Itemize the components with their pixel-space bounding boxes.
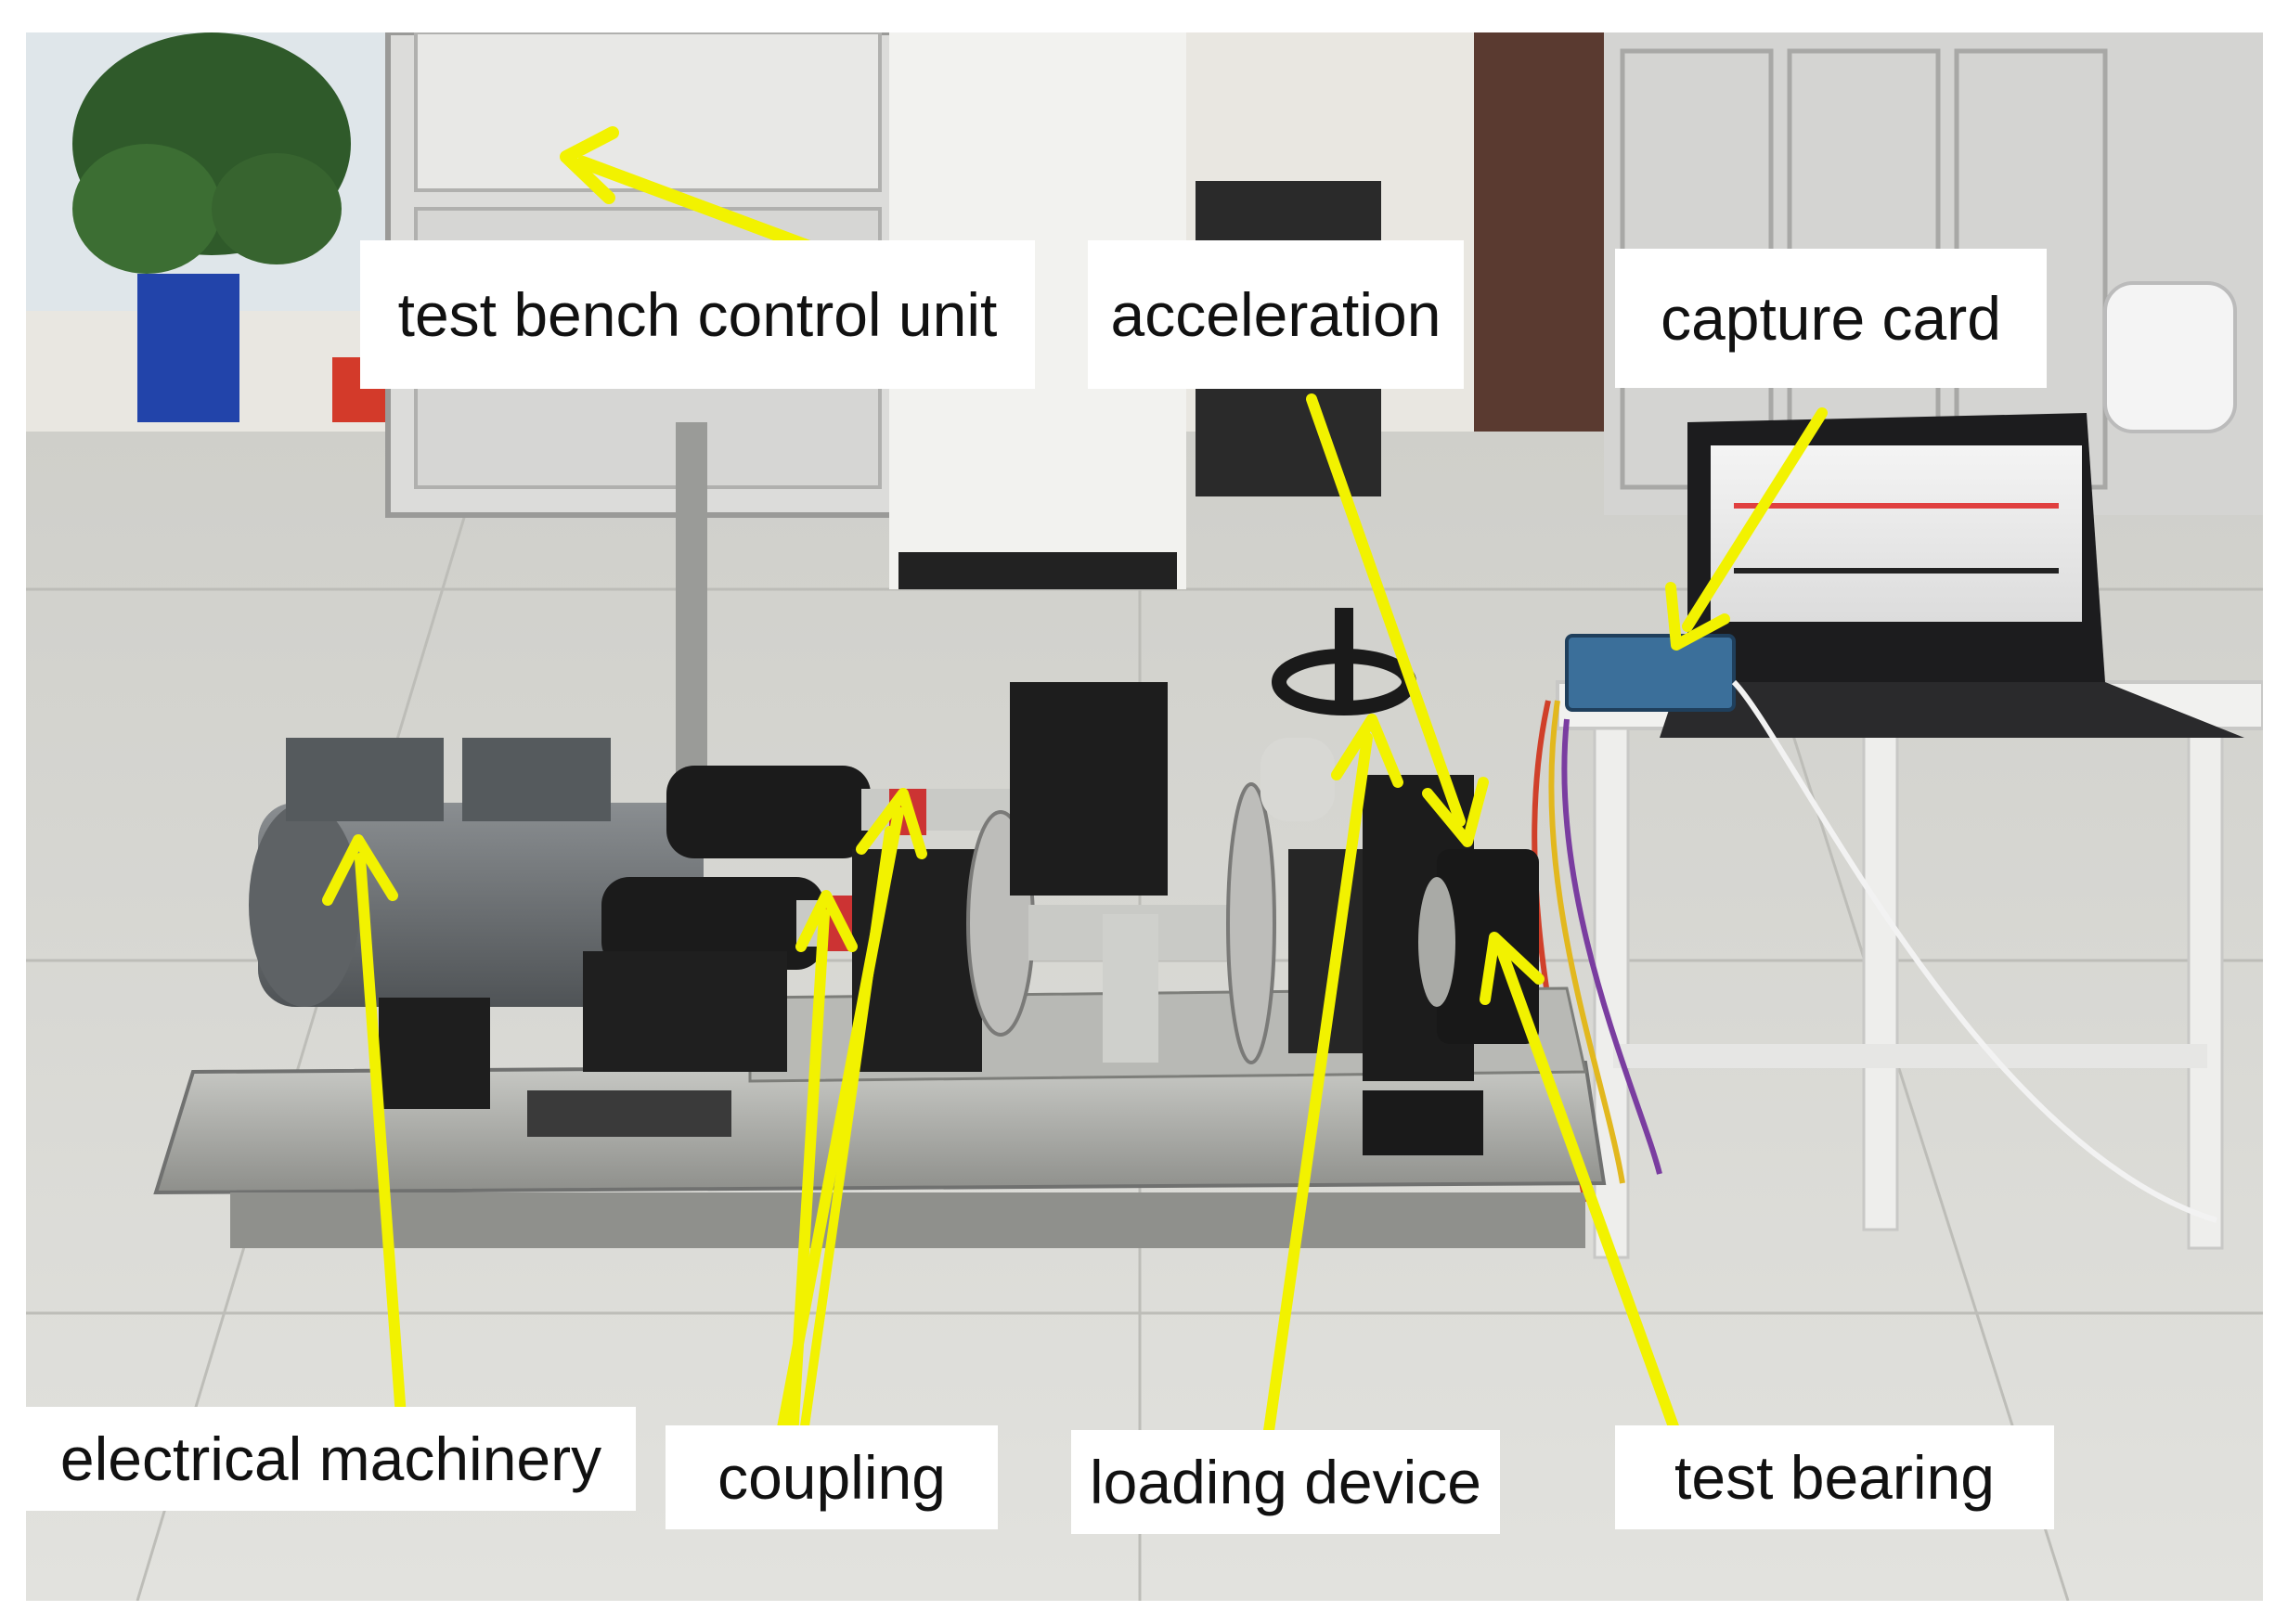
arrow-coupling — [772, 788, 927, 1458]
label-loading-device: loading device — [1071, 1430, 1500, 1534]
shaft-assembly — [583, 682, 1335, 1072]
label-coupling: coupling — [666, 1425, 998, 1529]
label-text: loading device — [1090, 1448, 1481, 1516]
arrow-acceleration — [1306, 393, 1489, 847]
potted-plant — [72, 32, 397, 422]
label-text: coupling — [717, 1443, 946, 1512]
annotation-arrows — [322, 126, 1828, 1463]
label-text: electrical machinery — [59, 1424, 602, 1493]
label-acceleration: acceleration — [1088, 240, 1464, 389]
arrow-electrical-machinery — [322, 834, 407, 1435]
arrow-test-bearing — [1480, 932, 1688, 1458]
brown-door — [1474, 32, 1604, 432]
kettle — [2103, 281, 2237, 433]
laptop — [1660, 413, 2244, 738]
label-text: capture card — [1661, 284, 2001, 353]
arrow-loading-device — [1260, 714, 1403, 1463]
label-text: acceleration — [1110, 280, 1441, 349]
label-electrical-machinery: electrical machinery — [26, 1407, 636, 1511]
photo-frame — [26, 32, 2263, 1601]
label-text: test bearing — [1674, 1443, 1995, 1512]
label-text: test bench control unit — [397, 280, 998, 349]
label-capture-card: capture card — [1615, 249, 2047, 388]
label-test-bench-control-unit: test bench control unit — [360, 240, 1035, 389]
arrow-capture-card — [1665, 407, 1828, 651]
photo-scene — [26, 32, 2263, 1601]
label-test-bearing: test bearing — [1615, 1425, 2054, 1529]
nameplate — [527, 1090, 731, 1137]
capture-card-device — [1565, 634, 1736, 712]
